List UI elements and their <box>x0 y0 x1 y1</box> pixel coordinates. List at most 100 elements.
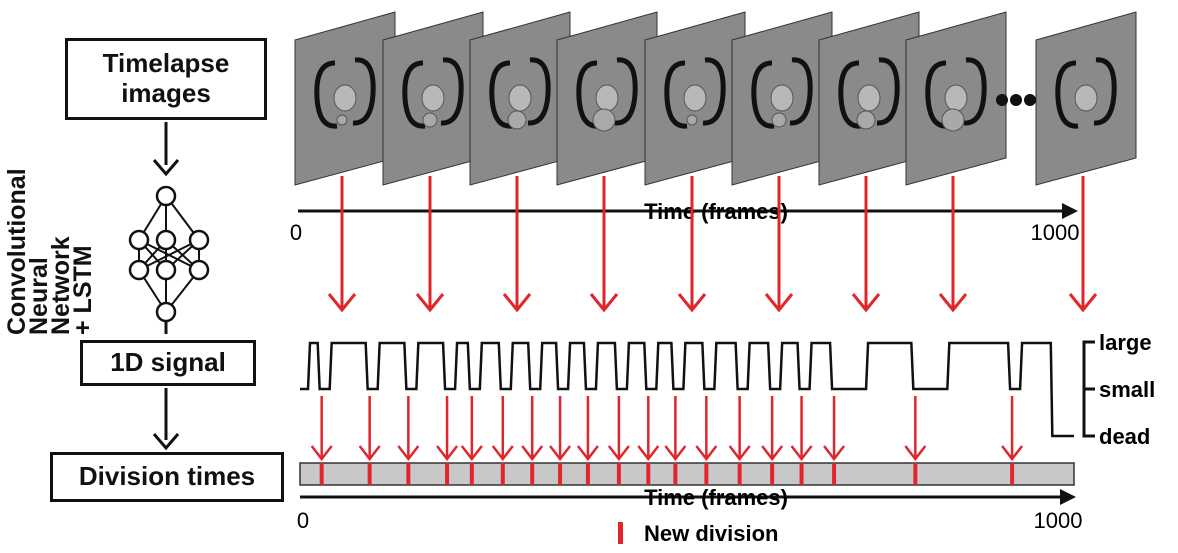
daughter-cell <box>856 110 876 130</box>
top-axis-start-tick: 0 <box>290 220 302 245</box>
trap-left-wall <box>314 60 338 129</box>
mother-cell <box>595 84 619 112</box>
division-arrow <box>358 396 381 462</box>
division-arrow-head <box>790 445 813 462</box>
frame-arrow <box>502 176 532 313</box>
timelapse-frame <box>382 11 484 186</box>
trap-left-wall <box>1055 60 1079 129</box>
mother-cell <box>683 84 707 112</box>
frame-arrow-head <box>502 293 532 313</box>
timelapse-label-line1: Timelapse <box>102 48 230 79</box>
trap-left-wall <box>576 60 600 129</box>
level-small-label: small <box>1099 377 1155 402</box>
division-arrow-head <box>1001 445 1024 462</box>
division-arrow <box>904 396 927 462</box>
division-arrow <box>761 396 784 462</box>
signal-to-division-arrows <box>310 396 1024 462</box>
division-arrow-head <box>436 445 459 462</box>
frame-to-signal-arrows <box>327 176 1098 313</box>
trap-right-wall <box>789 57 813 126</box>
trap-left-wall <box>664 60 688 129</box>
nn-node <box>155 259 177 281</box>
division-arrow-head <box>695 445 718 462</box>
trap-left-wall <box>489 60 513 129</box>
signal-box: 1D signal <box>80 340 256 386</box>
division-tick <box>558 463 563 485</box>
frame-arrow <box>415 176 445 313</box>
bottom-axis-label: Time (frames) <box>644 485 788 510</box>
division-times-box: Division times <box>50 452 284 502</box>
division-arrow <box>549 396 572 462</box>
division-arrow <box>460 396 483 462</box>
bottom-axis-start-tick: 0 <box>297 508 309 533</box>
division-arrow <box>728 396 751 462</box>
division-arrow <box>607 396 630 462</box>
top-time-axis-arrowhead <box>1062 203 1078 219</box>
ellipsis-dot <box>1024 94 1036 106</box>
top-axis-end-tick: 1000 <box>1031 220 1080 245</box>
division-tick <box>832 463 837 485</box>
division-arrow-head <box>904 445 927 462</box>
division-tick <box>646 463 651 485</box>
division-tick <box>530 463 535 485</box>
division-arrow-head <box>549 445 572 462</box>
daughter-cell <box>336 114 348 126</box>
division-arrow-head <box>728 445 751 462</box>
trap-left-wall <box>925 60 949 129</box>
timelapse-frames <box>294 11 1137 186</box>
nn-connection <box>138 239 200 271</box>
timelapse-frame <box>905 11 1007 186</box>
ellipsis-dot <box>1010 94 1022 106</box>
trap-left-wall <box>402 60 426 129</box>
frame-arrow <box>851 176 881 313</box>
frame-arrow-head <box>938 293 968 313</box>
division-arrow <box>436 396 459 462</box>
mother-cell <box>770 84 794 112</box>
division-tick <box>500 463 505 485</box>
division-arrow-head <box>761 445 784 462</box>
division-arrow-head <box>521 445 544 462</box>
mother-cell <box>333 84 357 112</box>
timelapse-frame <box>731 11 833 186</box>
level-dead-label: dead <box>1099 424 1150 449</box>
division-tick <box>704 463 709 485</box>
bottom-axis-end-tick: 1000 <box>1034 508 1083 533</box>
frame-arrow <box>764 176 794 313</box>
division-arrow-head <box>460 445 483 462</box>
flow-arrowhead-images <box>152 159 180 177</box>
legend-label: New division <box>644 521 778 546</box>
division-tick <box>319 463 324 485</box>
division-tick <box>799 463 804 485</box>
nn-node <box>155 301 177 323</box>
division-timeline-bar <box>299 462 1075 486</box>
frame-arrow-head <box>327 293 357 313</box>
trap-right-wall <box>352 57 376 126</box>
daughter-cell <box>422 112 438 128</box>
division-ticks <box>319 463 1015 485</box>
flow-arrowhead-division <box>152 433 180 451</box>
division-tick <box>1010 463 1015 485</box>
division-arrow <box>397 396 420 462</box>
division-arrow <box>1001 396 1024 462</box>
division-arrow-head <box>358 445 381 462</box>
division-tick <box>913 463 918 485</box>
division-tick <box>770 463 775 485</box>
division-tick <box>737 463 742 485</box>
ellipsis-dot <box>996 94 1008 106</box>
division-arrow <box>521 396 544 462</box>
division-arrow <box>823 396 846 462</box>
trap-right-wall <box>963 57 987 126</box>
trap-left-wall <box>838 60 862 129</box>
daughter-cell <box>686 114 698 126</box>
timelapse-frame <box>294 11 396 186</box>
neural-network-icon <box>128 185 210 323</box>
division-tick <box>406 463 411 485</box>
timelapse-frame <box>818 11 920 186</box>
frame-arrow <box>589 176 619 313</box>
mother-cell <box>944 84 968 112</box>
division-arrow-head <box>664 445 687 462</box>
top-axis-label: Time (frames) <box>644 199 788 224</box>
frame-arrow-head <box>851 293 881 313</box>
trap-right-wall <box>1093 57 1117 126</box>
